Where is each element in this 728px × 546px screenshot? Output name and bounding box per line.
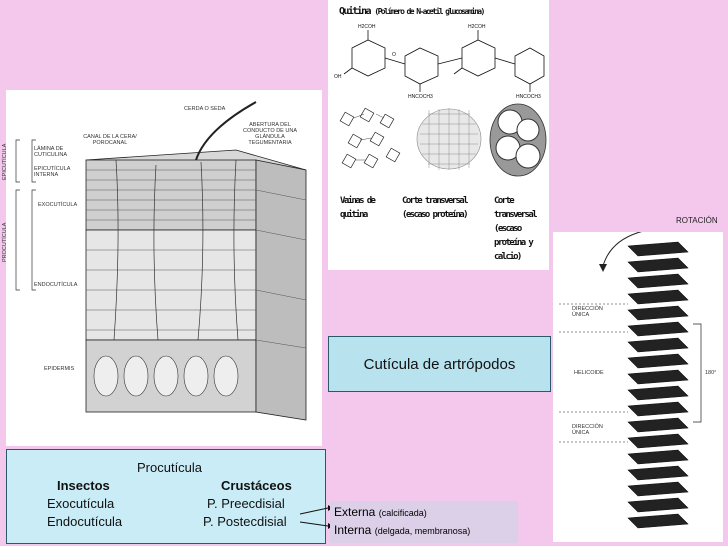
chitin-sheath-illustration (336, 104, 406, 174)
layer-interna-note: (delgada, membranosa) (375, 526, 471, 536)
chitin-title: Quitina (Polímero de N-acetil glucosamin… (339, 6, 549, 17)
formula-label-0: H2COH (358, 24, 376, 30)
formula-label-5: O (392, 52, 396, 58)
table-row-2-right: P. Postecdisial (203, 514, 287, 529)
formula-label-1: HNCOCH3 (408, 94, 433, 100)
table-heading: Procutícula (137, 460, 202, 475)
label-180-degrees: 180° (705, 370, 716, 376)
label-helicoide: HELICOIDE (574, 370, 604, 376)
chitin-title-sub: (Polímero de N-acetil glucosamina) (374, 7, 483, 16)
label-epicuticula-side: EPICUTÍCULA (2, 144, 8, 180)
chitin-cross-section-calcium (488, 100, 548, 180)
label-direccion-top: DIRECCIÓN ÚNICA (572, 306, 602, 318)
label-endocuticula: ENDOCUTÍCULA (34, 282, 77, 288)
layers-box: Externa (calcificada) Interna (delgada, … (330, 501, 518, 543)
caption-corte-calcio: Corte transversal (escaso proteína y cal… (494, 194, 550, 264)
formula-label-4: OH (334, 74, 342, 80)
caption-corte-proteina: Corte transversal (escaso proteína) (402, 194, 478, 222)
label-exocuticula: EXOCUTÍCULA (38, 202, 77, 208)
layer-interna-name: Interna (334, 523, 371, 537)
chitin-formula: H2COH HNCOCH3 H2COH HNCOCH3 OH O (330, 18, 548, 100)
layer-interna: Interna (delgada, membranosa) (334, 523, 470, 537)
label-rotacion: ROTACIÓN (676, 216, 718, 225)
label-epicuticula-interna: EPICUTÍCULA INTERNA (34, 166, 74, 178)
label-direccion-bottom: DIRECCIÓN ÚNICA (572, 424, 602, 436)
label-lamina: LÁMINA DE CUTICULINA (34, 146, 74, 158)
chitin-cross-section-protein (414, 104, 484, 174)
layer-externa-note: (calcificada) (379, 508, 427, 518)
slide-title: Cutícula de artrópodos (328, 336, 551, 392)
table-row-1-left: Exocutícula (47, 496, 114, 511)
formula-label-2: H2COH (468, 24, 486, 30)
label-epidermis: EPIDERMIS (44, 366, 74, 372)
chitin-title-main: Quitina (339, 6, 370, 17)
label-abertura: ABERTURA DEL CONDUCTO DE UNA GLÁNDULA TE… (240, 122, 300, 146)
table-col-insectos: Insectos (57, 478, 110, 493)
table-row-2-left: Endocutícula (47, 514, 122, 529)
table-col-crustaceos: Crustáceos (221, 478, 292, 493)
caption-vainas: Vainas de quitina (340, 194, 400, 222)
procuticula-table: Procutícula Insectos Crustáceos Exocutíc… (6, 449, 326, 544)
label-cerda: CERDA o SEDA (184, 106, 225, 112)
helicoid-diagram (553, 232, 723, 542)
layer-externa-name: Externa (334, 505, 375, 519)
table-row-1-right: P. Preecdisial (207, 496, 285, 511)
layer-externa: Externa (calcificada) (334, 505, 427, 519)
label-procuticula-side: PROCUTÍCULA (2, 223, 8, 262)
label-canal: CANAL DE LA CERA/ POROCANAL (80, 134, 140, 146)
